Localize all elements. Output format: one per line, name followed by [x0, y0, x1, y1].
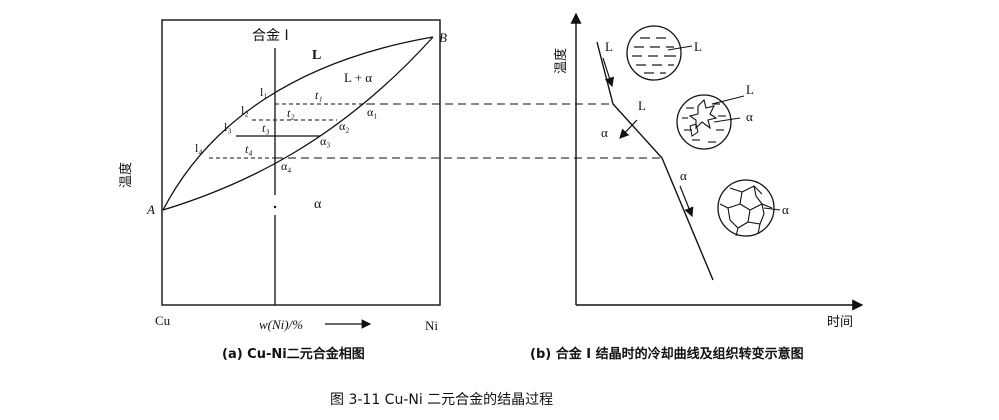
x-left-label: Cu	[155, 313, 171, 328]
region-two-phase-label: L + α	[344, 70, 372, 85]
x-right-label: Ni	[425, 318, 438, 333]
alloy-label: 合金 I	[252, 28, 289, 44]
l4-label: l₄	[195, 141, 203, 155]
seg1-label: L	[605, 39, 613, 54]
region-solid-label: α	[314, 197, 322, 212]
phase-diagram-frame	[162, 20, 440, 305]
point-b-label: B	[439, 30, 447, 45]
figure-caption: 图 3-11 Cu-Ni 二元合金的结晶过程	[330, 392, 553, 408]
a3-label: α₃	[320, 134, 330, 148]
seg2-label-top: L	[638, 98, 646, 113]
seg2-label-bottom: α	[601, 125, 608, 140]
a1-label: α₁	[367, 105, 377, 119]
micro2-label-l: L	[746, 82, 754, 97]
x-axis-label: w(Ni)/%	[259, 317, 303, 332]
micro1-label: L	[694, 39, 702, 54]
x-axis-label-b: 时间	[827, 315, 853, 330]
l1-label: l₁	[260, 85, 268, 99]
t4-label: t₄	[245, 142, 253, 156]
t1-label: t₁	[315, 88, 323, 102]
arrow-two-phase	[620, 120, 637, 138]
solidus-line	[163, 37, 433, 210]
panel-b-caption: (b) 合金 I 结晶时的冷却曲线及组织转变示意图	[530, 346, 804, 362]
point-a-label: A	[146, 202, 155, 217]
seg3-label: α	[680, 168, 687, 183]
cooling-curve-line	[597, 42, 713, 280]
t2-label: t₂	[287, 106, 295, 120]
y-axis-label-a: 温度	[118, 162, 134, 188]
arrow-solid	[680, 186, 692, 216]
phase-diagram: 合金 I B A L L + α α l₁ l₂ l₃ l₄ t₁ t₂ t₃ …	[118, 20, 447, 362]
microstructure-solid: α	[718, 180, 789, 236]
t3-label: t₃	[262, 121, 270, 135]
a4-label: α₄	[281, 159, 291, 173]
liquidus-line	[163, 37, 433, 210]
micro2-label-a: α	[746, 109, 753, 124]
y-axis-label-b: 温度	[553, 48, 569, 74]
micro3-label: α	[782, 202, 789, 217]
l3-label: l₃	[224, 120, 232, 134]
cooling-curve: 温度 时间 L L α α L	[530, 14, 862, 362]
region-liquid-label: L	[312, 48, 321, 63]
alloy-dot	[274, 206, 276, 208]
a2-label: α₂	[339, 119, 349, 133]
microstructure-two-phase: L α	[677, 82, 754, 149]
panel-a-caption: (a) Cu-Ni二元合金相图	[222, 346, 365, 362]
microstructure-liquid: L	[627, 26, 702, 80]
l2-label: l₂	[241, 103, 249, 117]
